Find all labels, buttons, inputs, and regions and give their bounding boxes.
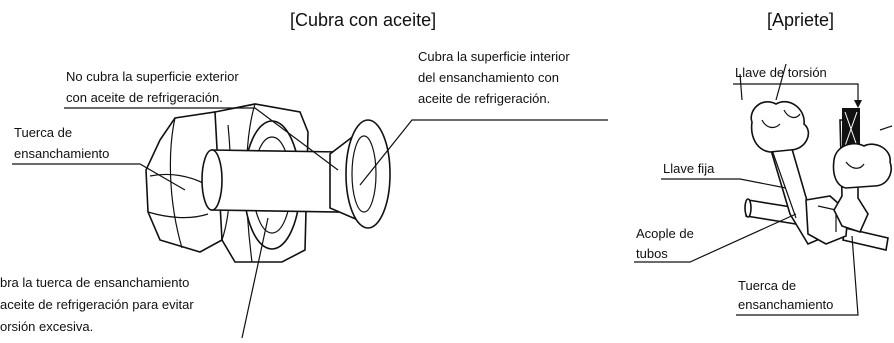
leader-torque-wrench xyxy=(733,83,859,106)
copper-pipe xyxy=(211,149,341,213)
label-inner-surface-line2: del ensanchamiento con xyxy=(418,70,559,85)
label-flare-nut-right-line2: ensanchamiento xyxy=(738,297,833,312)
leader-fixed-wrench xyxy=(661,178,787,189)
pipe-right xyxy=(842,227,889,251)
label-nut-oil-line3: orsión excesiva. xyxy=(0,319,93,334)
tightening-illustration xyxy=(739,63,893,251)
label-pipe-coupling-line2: tubos xyxy=(636,246,668,261)
title-tighten: [Apriete] xyxy=(767,10,834,30)
label-flare-nut-left-line1: Tuerca de xyxy=(14,125,72,140)
leader-flare-nut-left xyxy=(12,163,186,191)
leader-flare-nut-right xyxy=(736,235,859,316)
hand-fixed-wrench xyxy=(750,100,810,153)
label-nut-oil-line1: bra la tuerca de ensanchamiento xyxy=(0,275,189,290)
flare-nut-illustration xyxy=(145,103,391,263)
flare-inner-surface xyxy=(345,119,391,229)
label-inner-surface-line3: aceite de refrigeración. xyxy=(418,91,550,106)
label-flare-nut-right-line1: Tuerca de xyxy=(738,278,796,293)
leader-outer-surface xyxy=(64,107,339,171)
nut-back-face xyxy=(145,111,229,253)
label-outer-surface-line2: con aceite de refrigeración. xyxy=(66,90,223,105)
label-torque-wrench: Llave de torsión xyxy=(735,65,827,80)
label-fixed-wrench: Llave fija xyxy=(663,161,715,176)
label-inner-surface-line1: Cubra la superficie interior xyxy=(418,49,570,64)
label-flare-nut-left-line2: ensanchamiento xyxy=(14,146,109,161)
label-outer-surface-line1: No cubra la superficie exterior xyxy=(66,69,239,84)
leader-nut-oil xyxy=(241,217,269,339)
label-nut-oil-line2: aceite de refrigeración para evitar xyxy=(0,297,194,312)
leader-pipe-coupling xyxy=(634,213,797,263)
label-pipe-coupling-line1: Acople de xyxy=(636,226,694,241)
title-cover-with-oil: [Cubra con aceite] xyxy=(290,10,436,30)
leader-inner-surface xyxy=(359,119,608,186)
